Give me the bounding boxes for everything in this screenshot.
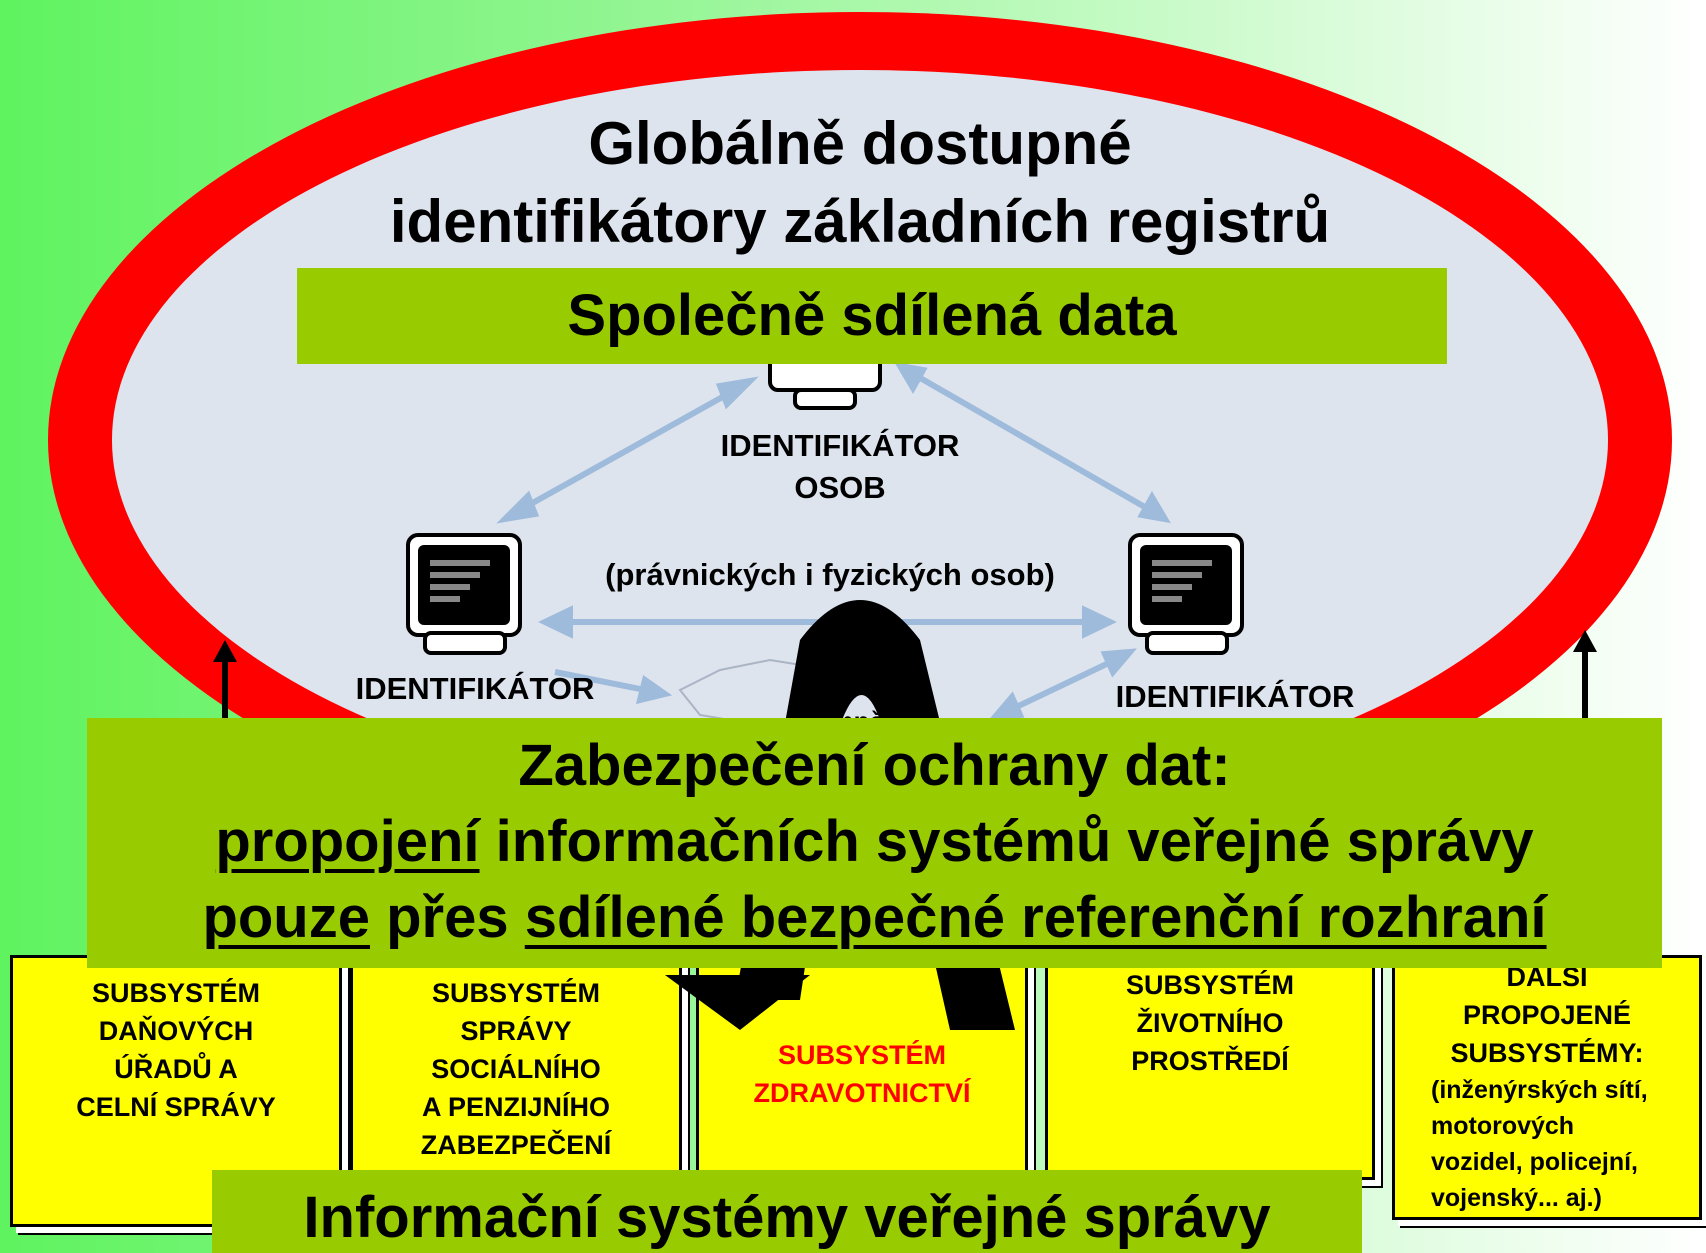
title-line-2: identifikátory základních registrů	[389, 188, 1331, 255]
subsystem-subline: (inženýrských sítí,	[1431, 1076, 1648, 1104]
public-admin-systems-banner: Informační systémy veřejné správy	[212, 1170, 1362, 1253]
subsystem-subline: vojenský... aj.)	[1431, 1184, 1602, 1212]
subsystem-line: SUBSYSTÉM	[91, 978, 261, 1008]
subsystem-line: SUBSYSTÉM	[777, 1040, 947, 1070]
protection-line-3: pouze přes sdílené bezpečné referenční r…	[87, 880, 1662, 956]
subsystem-line: PROSTŘEDÍ	[1131, 1046, 1289, 1076]
public-admin-systems-label: Informační systémy veřejné správy	[303, 1185, 1271, 1250]
protection-line-2: propojení informačních systémů veřejné s…	[87, 804, 1662, 880]
subsystem-line: A PENZIJNÍHO	[421, 1092, 611, 1122]
subsystem-subline: motorových	[1431, 1112, 1575, 1140]
subsystem-social-pension: SUBSYSTÉM SPRÁVY SOCIÁLNÍHO A PENZIJNÍHO…	[350, 955, 682, 1180]
subsystem-line: DAŇOVÝCH	[98, 1016, 254, 1046]
subsystem-line: SPRÁVY	[460, 1016, 572, 1046]
subsystem-line: SUBSYSTÉM	[1125, 970, 1295, 1000]
identifier-left: IDENTIFIKÁTOR	[355, 671, 595, 706]
subsystem-line: ZDRAVOTNICTVÍ	[753, 1078, 971, 1108]
shared-data-banner: Společně sdílená data	[297, 268, 1447, 364]
computer-monitor-icon	[406, 533, 522, 655]
protection-keyword-interface: sdílené bezpečné referenční rozhraní	[524, 885, 1547, 950]
subsystem-line: SOCIÁLNÍHO	[431, 1054, 601, 1084]
protection-keyword-propojeni: propojení	[215, 809, 480, 874]
identifier-persons-note: (právnických i fyzických osob)	[605, 557, 1055, 592]
subsystem-line: ŽIVOTNÍHO	[1136, 1008, 1284, 1038]
subsystem-line: SUBSYSTÉM	[431, 978, 601, 1008]
protection-line-1: Zabezpečení ochrany dat:	[518, 733, 1231, 798]
title-line-1: Globálně dostupné	[588, 110, 1132, 177]
computer-monitor-icon	[1128, 533, 1244, 655]
identifier-persons-line1: IDENTIFIKÁTOR	[720, 428, 960, 463]
identifier-persons-line2: OSOB	[794, 470, 886, 505]
subsystem-line: ZABEZPEČENÍ	[420, 1130, 612, 1160]
subsystem-line: CELNÍ SPRÁVY	[76, 1092, 276, 1122]
subsystem-line: SUBSYSTÉMY:	[1450, 1038, 1644, 1068]
subsystem-other: DALŠÍ PROPOJENÉ SUBSYSTÉMY: (inženýrskýc…	[1392, 955, 1702, 1220]
subsystem-line: PROPOJENÉ	[1462, 1000, 1632, 1030]
protection-banner: Zabezpečení ochrany dat: propojení infor…	[87, 718, 1662, 968]
subsystem-line: ÚŘADŮ A	[114, 1054, 238, 1084]
protection-line-2-rest: informačních systémů veřejné správy	[479, 809, 1534, 874]
identifier-right: IDENTIFIKÁTOR	[1115, 679, 1355, 714]
protection-keyword-pouze: pouze	[202, 885, 370, 950]
diagram-title: Globálně dostupné identifikátory základn…	[260, 105, 1460, 261]
down-arrow-icon	[665, 975, 810, 1030]
shared-data-label: Společně sdílená data	[567, 283, 1177, 348]
protection-line-3-mid: přes	[370, 885, 525, 950]
subsystem-environment: SUBSYSTÉM ŽIVOTNÍHO PROSTŘEDÍ	[1045, 955, 1375, 1180]
identifier-persons: IDENTIFIKÁTOR OSOB	[680, 425, 1000, 509]
subsystem-subline: vozidel, policejní,	[1431, 1148, 1638, 1176]
double-arrow-icon	[496, 361, 1171, 721]
